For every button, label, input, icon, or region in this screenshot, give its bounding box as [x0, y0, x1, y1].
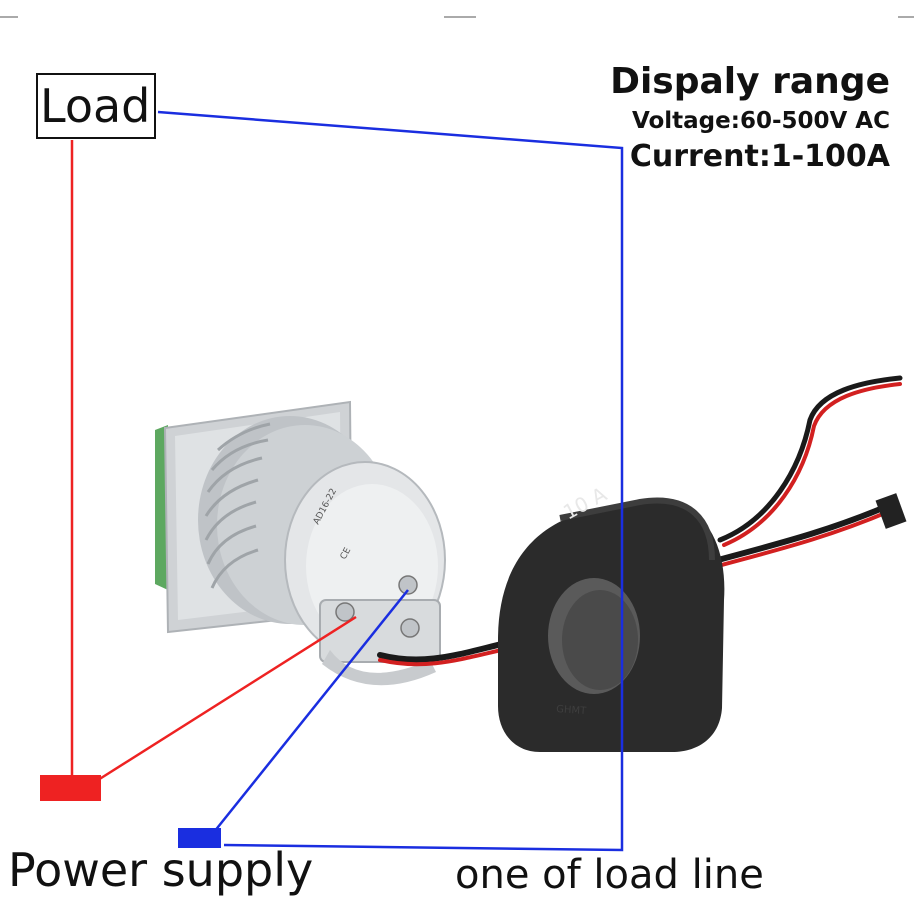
current-range: Current:1-100A: [629, 139, 890, 174]
power-supply-label: Power supply: [8, 843, 314, 897]
power-terminal-red: [40, 775, 101, 801]
live-wire: [70, 140, 357, 782]
power-terminal-blue: [178, 828, 221, 848]
load-box: [36, 73, 156, 139]
load-label: Load: [40, 79, 151, 133]
svg-text:GHMT: GHMT: [556, 704, 588, 717]
display-range-title: Dispaly range: [610, 61, 890, 102]
voltage-range: Voltage:60-500V AC: [631, 108, 890, 134]
current-transformer-icon: 10 A GHMT: [498, 482, 725, 752]
panel-meter-icon: AD16-22 CE: [155, 400, 446, 686]
neutral-wire: [157, 110, 624, 852]
load-line-label: one of load line: [455, 852, 764, 898]
